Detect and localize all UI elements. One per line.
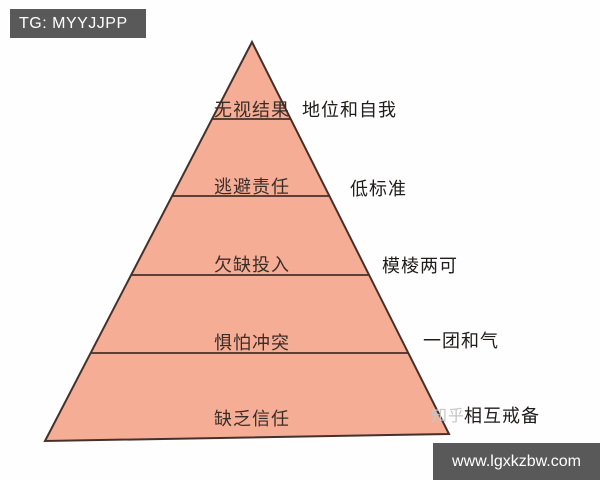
side-label-status-ego: 地位和自我 [302,100,397,120]
zhihu-watermark: 知乎 [431,407,465,425]
level-label-avoid-accountability: 逃避责任 [214,177,290,197]
telegram-tag-text: TG: MYYJJPP [19,14,128,32]
side-label-artificial-harmony: 一团和气 [423,331,499,351]
side-label-mutual-guardedness: 相互戒备 [464,406,540,426]
level-label-lack-commitment: 欠缺投入 [214,255,290,275]
website-url-banner: www.lgxkzbw.com [433,443,600,480]
level-label-fear-conflict: 惧怕冲突 [214,333,290,353]
pyramid-shape [43,39,451,443]
side-label-ambiguity: 模棱两可 [382,256,458,276]
website-url-text: www.lgxkzbw.com [452,452,581,470]
level-label-ignore-results: 无视结果 [214,100,290,120]
level-label-absence-trust: 缺乏信任 [214,409,290,429]
side-label-low-standards: 低标准 [350,179,407,199]
telegram-tag-banner: TG: MYYJJPP [10,9,146,38]
